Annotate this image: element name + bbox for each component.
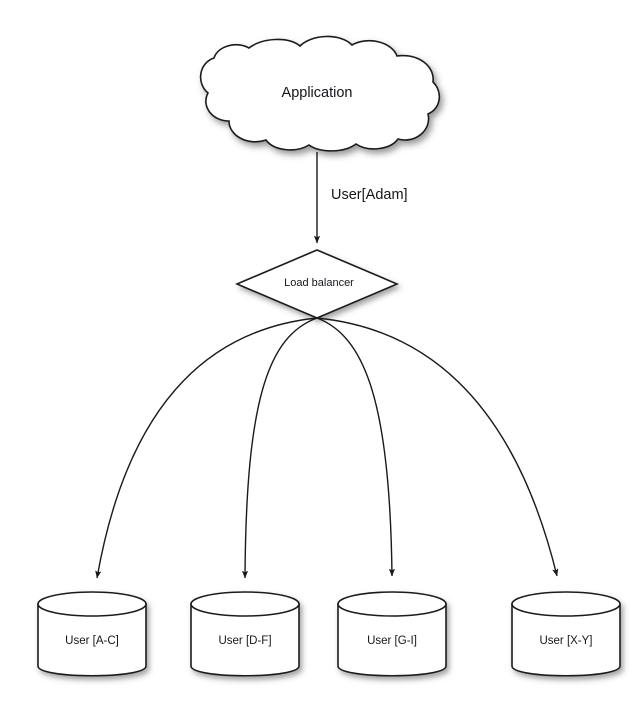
application-label: Application: [282, 85, 353, 101]
edge-line-lb-db-1: [95, 317, 318, 579]
cloud-shape: [199, 35, 441, 152]
edges-balancer-to-databases: [95, 317, 559, 579]
database-label-3: User [G-I]: [367, 635, 417, 647]
cylinder-shape-1: [37, 591, 147, 677]
edge-line-lb-db-3: [316, 317, 396, 577]
edge-label-user-adam: User[Adam]: [331, 187, 408, 203]
load-balancer-label: Load balancer: [284, 277, 354, 289]
database-label-1: User [A-C]: [65, 635, 119, 647]
cylinder-shape-3: [337, 591, 447, 677]
node-database-3[interactable]: User [G-I]: [337, 591, 447, 677]
node-load-balancer[interactable]: Load balancer: [234, 249, 400, 319]
node-database-4[interactable]: User [X-Y]: [511, 591, 621, 677]
node-application[interactable]: Application: [199, 35, 441, 152]
node-database-2[interactable]: User [D-F]: [190, 591, 300, 677]
database-label-4: User [X-Y]: [539, 635, 592, 647]
node-database-1[interactable]: User [A-C]: [37, 591, 147, 677]
cylinder-shape-2: [190, 591, 300, 677]
cylinder-shape-4: [511, 591, 621, 677]
edge-application-to-balancer: User[Adam]: [313, 152, 408, 244]
database-label-2: User [D-F]: [218, 635, 271, 647]
edge-line-lb-db-2: [241, 317, 318, 579]
edge-line-lb-db-4: [316, 317, 559, 577]
